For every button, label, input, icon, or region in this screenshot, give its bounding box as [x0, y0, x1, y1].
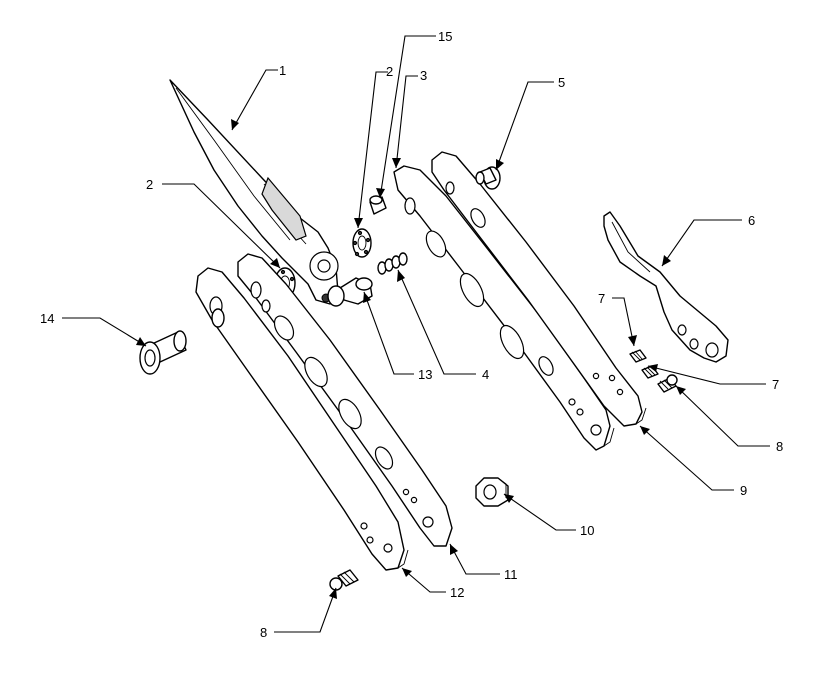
callout-8-lower: 8	[260, 625, 267, 640]
callout-10: 10	[580, 523, 594, 538]
blade-part-1	[169, 79, 339, 305]
callout-12: 12	[450, 585, 464, 600]
callout-15: 15	[438, 29, 452, 44]
callout-9: 9	[740, 483, 747, 498]
liner-part-3	[393, 165, 615, 451]
pivot-screw-part-5	[475, 166, 501, 190]
pocket-clip-part-6	[603, 211, 729, 363]
screw-part-8-upper	[657, 374, 678, 393]
liner-part-11	[237, 253, 453, 547]
callout-1: 1	[279, 63, 286, 78]
callout-11: 11	[504, 567, 518, 582]
leader-lines	[62, 35, 770, 633]
callout-8-upper: 8	[776, 439, 783, 454]
callout-7-upper: 7	[598, 291, 605, 306]
callout-7-lower: 7	[772, 377, 779, 392]
nut-part-10	[475, 477, 509, 507]
callout-14: 14	[40, 311, 54, 326]
screw-part-8-lower	[329, 569, 359, 591]
screw-part-7-upper	[629, 349, 647, 363]
callout-6: 6	[748, 213, 755, 228]
callout-13: 13	[418, 367, 432, 382]
callout-2-upper: 2	[386, 64, 393, 79]
callout-5: 5	[558, 75, 565, 90]
spring-part-4	[377, 252, 408, 275]
callout-4: 4	[482, 367, 489, 382]
stop-pin-part-15	[369, 195, 387, 215]
handle-scale-part-12	[195, 267, 409, 571]
washer-part-2-upper	[352, 228, 372, 258]
callout-3: 3	[420, 68, 427, 83]
pivot-barrel-part-14	[139, 330, 187, 375]
callout-labels: 1 2 15 3 5 2 6 7 7 8 9 10 4 13 14 11 12 …	[40, 29, 783, 640]
callout-2-lower: 2	[146, 177, 153, 192]
